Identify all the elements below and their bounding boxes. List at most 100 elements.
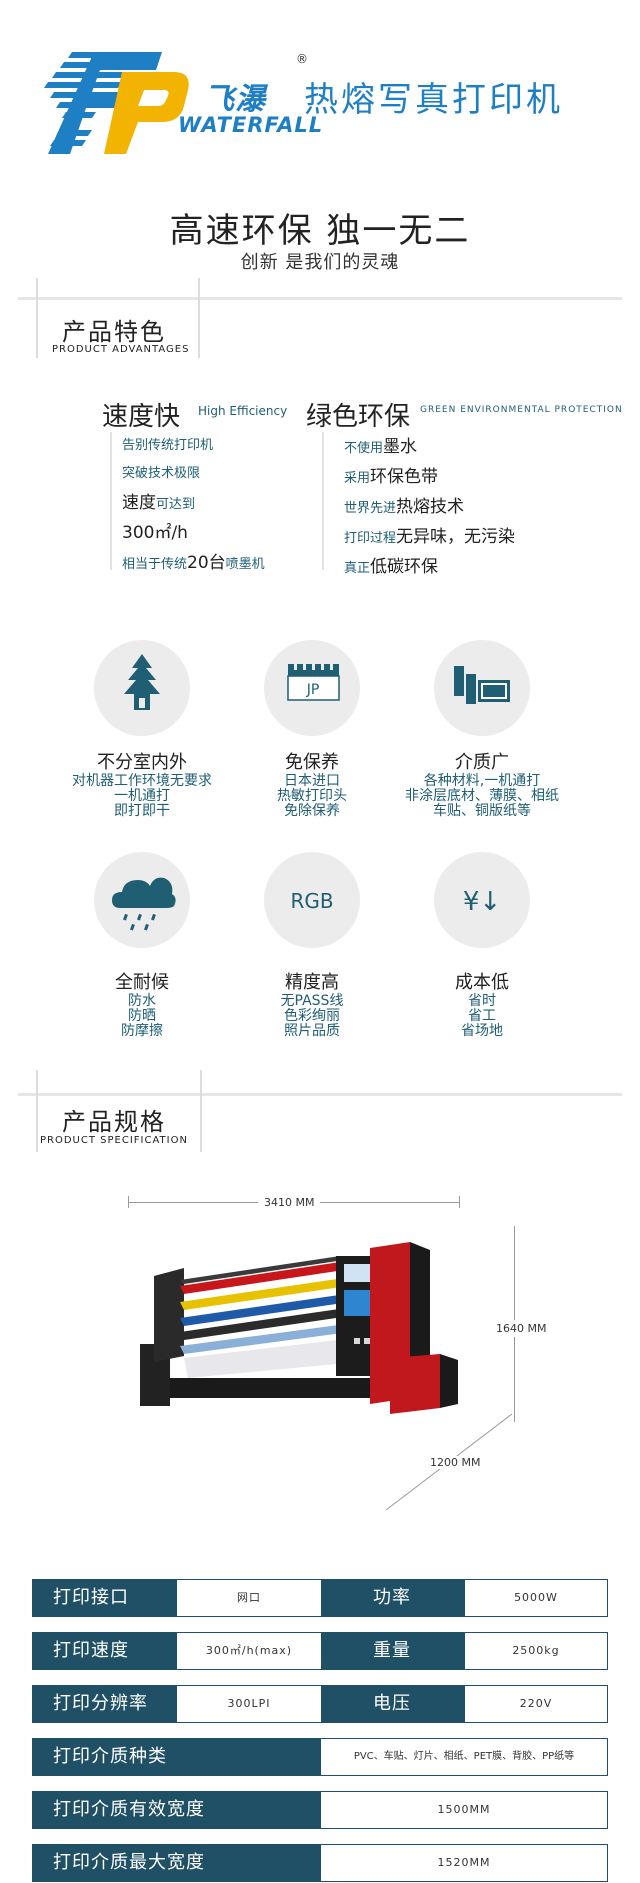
icon-desc-line: 照片品质: [284, 1023, 340, 1039]
feature-green-line-3-small: 世界先进: [344, 501, 397, 516]
icon-desc-line: 无PASS线: [280, 993, 344, 1009]
rgb-label: RGB: [290, 889, 333, 913]
section-title-spec: 产品规格: [62, 1108, 166, 1136]
icon-desc-maintenance: 日本进口 热敏打印头 免除保养: [212, 774, 412, 819]
feature-green-line-5-big: 低碳环保: [370, 557, 439, 577]
spec-label-speed: 打印速度: [33, 1633, 177, 1669]
feature-speed-heading: 速度快: [102, 402, 181, 432]
brand-name-cn: 飞瀑: [204, 82, 266, 117]
spec-value-interface: 网口: [177, 1580, 321, 1616]
icon-desc-line: 色彩绚丽: [284, 1008, 340, 1024]
icon-desc-line: 防摩擦: [121, 1023, 163, 1039]
feature-speed-rate: 300㎡/h: [122, 523, 188, 543]
icon-title-maintenance: 免保养: [285, 752, 339, 773]
feature-speed-line-5-tail: 喷墨机: [225, 557, 265, 572]
icon-desc-line: 非涂层底材、薄膜、相纸: [405, 788, 559, 804]
spec-label-weight: 重量: [321, 1633, 465, 1669]
dimension-width-tick-right: [459, 1196, 460, 1208]
spec-label-max-width: 打印介质最大宽度: [33, 1845, 321, 1881]
section-divider: [18, 1093, 622, 1096]
feature-green-heading: 绿色环保: [306, 402, 411, 432]
spec-label-interface: 打印接口: [33, 1580, 177, 1616]
icon-desc-line: 车贴、铜版纸等: [433, 803, 531, 819]
yen-down-icon: ¥↓: [434, 852, 530, 948]
feature-green-line-4: 打印过程无异味，无污染: [344, 522, 515, 547]
feature-green-line-3: 世界先进热熔技术: [344, 492, 464, 517]
yen-down-label: ¥↓: [463, 887, 501, 917]
brand-name-en: WATERFALL: [178, 113, 324, 137]
feature-green-en: GREEN ENVIRONMENTAL PROTECTION: [420, 405, 623, 415]
feature-green-line-2-small: 采用: [344, 471, 371, 486]
spec-row: 打印介质种类 PVC、车贴、灯片、相纸、PET膜、背胶、PP纸等: [32, 1738, 608, 1776]
spec-value-weight: 2500kg: [465, 1633, 607, 1669]
feature-green-line-1-big: 墨水: [383, 437, 418, 457]
spec-label-voltage: 电压: [321, 1686, 465, 1722]
icon-desc-line: 热敏打印头: [277, 788, 347, 804]
dimension-height-label: 1640 MM: [496, 1320, 547, 1337]
spec-value-voltage: 220V: [465, 1686, 607, 1722]
feature-green-line-3-big: 热熔技术: [396, 497, 465, 517]
icon-desc-weather: 防水 防晒 防摩擦: [42, 994, 242, 1039]
spec-value-resolution: 300LPI: [177, 1686, 321, 1722]
brand-logo: [34, 46, 194, 166]
feature-speed-line-5-small: 相当于传统: [122, 557, 188, 572]
spec-label-media: 打印介质种类: [33, 1739, 321, 1775]
icon-title-outdoor: 不分室内外: [97, 752, 187, 773]
section-title-advantages: 产品特色: [62, 318, 166, 346]
slogan-main: 高速环保 独一无二: [169, 211, 471, 251]
icon-title-cost: 成本低: [455, 972, 509, 993]
feature-speed-line-3-big: 速度: [122, 493, 156, 513]
feature-green-line-5-small: 真正: [344, 561, 371, 576]
icon-desc-line: 免除保养: [284, 803, 340, 819]
icon-desc-line: 一机通打: [114, 788, 170, 804]
icon-desc-line: 即打即干: [114, 803, 170, 819]
icon-desc-outdoor: 对机器工作环境无要求 一机通打 即打即干: [42, 774, 242, 819]
icon-title-media: 介质广: [455, 752, 509, 773]
section-frame-left: [36, 278, 38, 358]
feature-green-line-2: 采用环保色带: [344, 462, 438, 487]
feature-green-line-1: 不使用墨水: [344, 432, 417, 457]
spec-row: 打印分辨率 300LPI 电压 220V: [32, 1685, 608, 1723]
rgb-icon: RGB: [264, 852, 360, 948]
spec-value-effective-width: 1500MM: [321, 1792, 607, 1828]
feature-speed-rule: [110, 432, 112, 570]
icon-desc-line: 对机器工作环境无要求: [72, 773, 212, 789]
feature-speed-line-4: 300㎡/h: [122, 518, 188, 543]
printer-image: [140, 1228, 470, 1424]
icon-title-weather: 全耐候: [115, 972, 169, 993]
spec-value-max-width: 1520MM: [321, 1845, 607, 1881]
spec-row: 打印介质最大宽度 1520MM: [32, 1844, 608, 1882]
section-subtitle-spec: PRODUCT SPECIFICATION: [40, 1135, 188, 1146]
feature-speed-line-2: 突破技术极限: [122, 466, 201, 481]
section-frame-right: [198, 278, 200, 358]
feature-green-line-2-big: 环保色带: [370, 467, 439, 487]
section-subtitle-advantages: PRODUCT ADVANTAGES: [52, 344, 190, 355]
icon-desc-cost: 省时 省工 省场地: [382, 994, 582, 1039]
icon-desc-line: 各种材料,一机通打: [423, 773, 541, 789]
feature-speed-line-5: 相当于传统20台喷墨机: [122, 548, 265, 573]
icon-desc-line: 省场地: [461, 1023, 503, 1039]
media-stack-icon: [434, 640, 530, 736]
spec-row: 打印接口 网口 功率 5000W: [32, 1579, 608, 1617]
spec-label-effective-width: 打印介质有效宽度: [33, 1792, 321, 1828]
spec-value-power: 5000W: [465, 1580, 607, 1616]
section-divider: [18, 297, 622, 300]
spec-value-speed: 300㎡/h(max): [177, 1633, 321, 1669]
icon-desc-media: 各种材料,一机通打 非涂层底材、薄膜、相纸 车贴、铜版纸等: [382, 774, 582, 819]
jp-badge-icon: JP: [264, 640, 360, 736]
icon-desc-line: 防水: [128, 993, 156, 1009]
dimension-width-label: 3410 MM: [258, 1196, 321, 1209]
icon-desc-line: 省时: [468, 993, 496, 1009]
feature-speed-line-5-big: 20台: [187, 553, 226, 573]
spec-label-resolution: 打印分辨率: [33, 1686, 177, 1722]
tree-icon: [94, 640, 190, 736]
feature-green-line-4-small: 打印过程: [344, 531, 397, 546]
spec-label-power: 功率: [321, 1580, 465, 1616]
feature-green-line-1-small: 不使用: [344, 441, 384, 456]
icon-desc-precision: 无PASS线 色彩绚丽 照片品质: [212, 994, 412, 1039]
cloud-rain-icon: [94, 852, 190, 948]
feature-green-line-5: 真正低碳环保: [344, 552, 438, 577]
icon-title-precision: 精度高: [285, 972, 339, 993]
product-title: 热熔写真打印机: [304, 80, 563, 120]
feature-speed-line-1: 告别传统打印机: [122, 438, 214, 453]
